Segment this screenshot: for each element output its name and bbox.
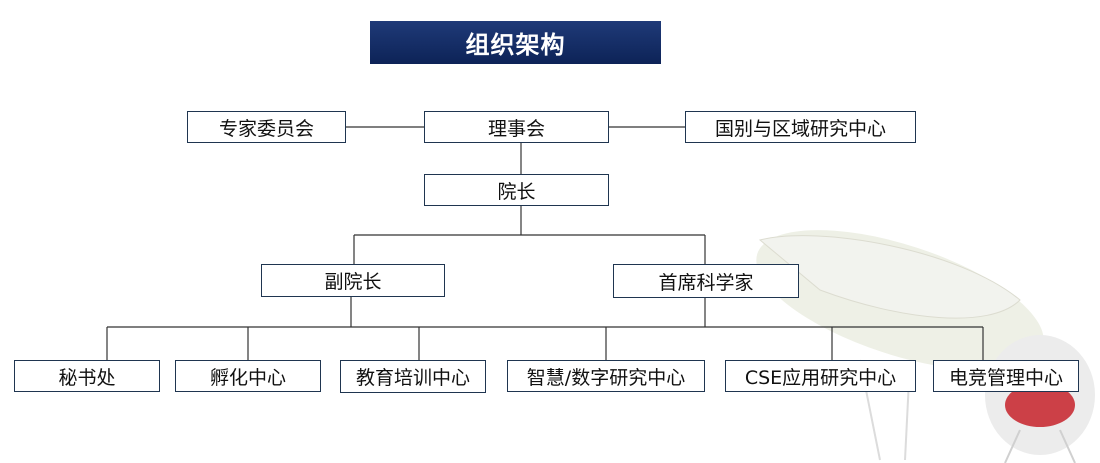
education-training-center-node: 教育培训中心 <box>340 360 486 393</box>
country-region-center-node: 国别与区域研究中心 <box>685 111 916 143</box>
title-banner: 组织架构 <box>370 21 661 64</box>
secretariat-node: 秘书处 <box>14 360 160 392</box>
page-title: 组织架构 <box>465 31 566 59</box>
incubation-center-node: 孵化中心 <box>175 360 321 392</box>
expert-committee-node: 专家委员会 <box>187 111 346 143</box>
esports-center-node: 电竞管理中心 <box>933 360 1079 392</box>
cse-center-node: CSE应用研究中心 <box>725 360 916 392</box>
chief-scientist-node: 首席科学家 <box>613 264 799 298</box>
vice-president-node: 副院长 <box>261 264 445 297</box>
smart-digital-center-node: 智慧/数字研究中心 <box>507 360 705 392</box>
president-node: 院长 <box>424 174 609 206</box>
board-node: 理事会 <box>424 111 609 143</box>
